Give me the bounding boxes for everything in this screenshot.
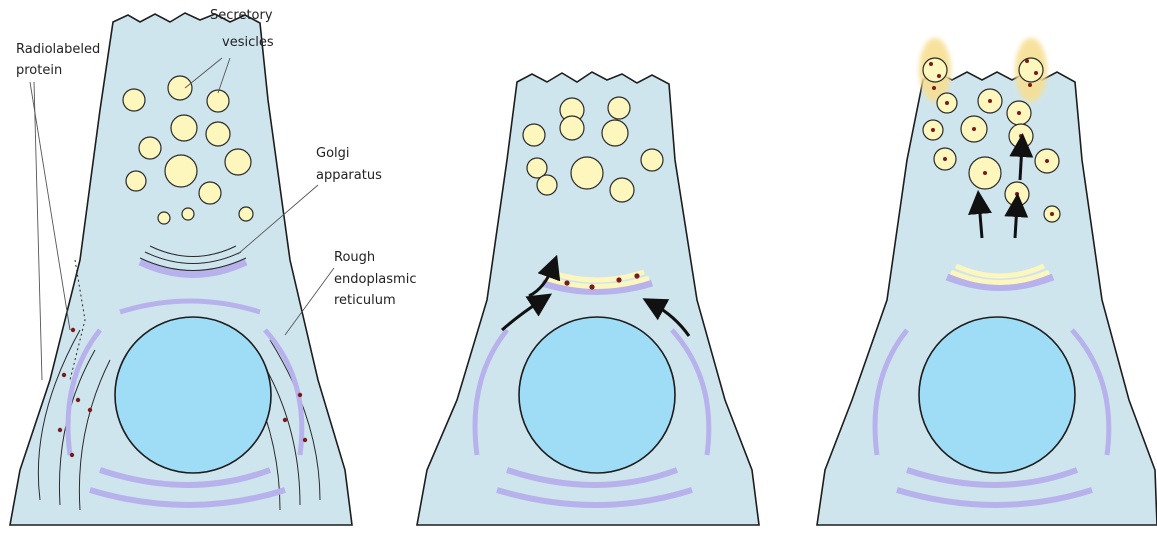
panel-1: Secretory vesicles Radiolabeled protein … — [10, 8, 416, 525]
radiolabeled-protein-line2: protein — [16, 63, 62, 78]
secretory-vesicles-line1: Secretory — [210, 8, 273, 23]
rough-er-line1: Rough — [334, 250, 375, 265]
golgi-apparatus-line2: apparatus — [316, 168, 382, 183]
nucleus — [115, 317, 271, 473]
secretory-vesicles-line2: vesicles — [222, 35, 274, 50]
rough-er-line3: reticulum — [334, 293, 396, 308]
radiolabeled-protein-line1: Radiolabeled — [16, 42, 100, 57]
rough-er-line2: endoplasmic — [334, 272, 416, 287]
panel-2 — [417, 72, 759, 525]
golgi-apparatus-line1: Golgi — [316, 146, 350, 161]
panel-3 — [817, 38, 1157, 525]
